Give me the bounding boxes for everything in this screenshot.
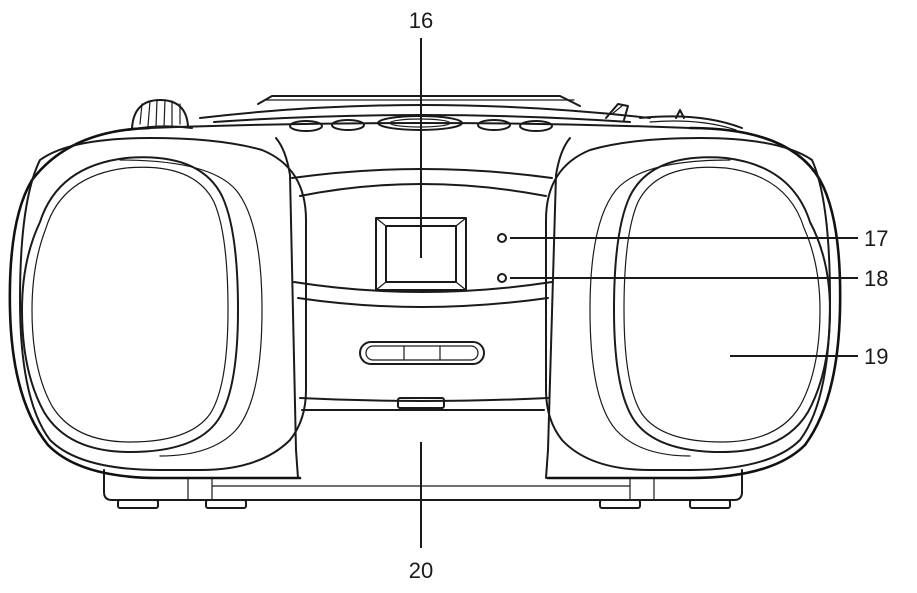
top-button-5	[519, 120, 553, 132]
top-button-4	[477, 119, 511, 131]
top-button-2	[331, 119, 365, 131]
antenna-mount	[605, 103, 743, 131]
top-deck	[199, 95, 651, 132]
foot-left-outer	[117, 499, 159, 509]
door-latch	[397, 397, 445, 409]
button-strip-outline	[359, 341, 485, 365]
callout-19: 19	[864, 344, 888, 369]
callout-16: 16	[409, 8, 433, 33]
speaker-left	[19, 137, 307, 471]
foot-right-outer	[689, 499, 731, 509]
center-panel	[275, 137, 571, 479]
tuning-knob	[127, 99, 193, 131]
speaker-left-grille	[21, 156, 239, 453]
callout-17: 17	[864, 226, 888, 251]
base-stand	[103, 469, 743, 509]
callout-labels: 16 17 18 19 20	[409, 8, 889, 583]
callout-18: 18	[864, 266, 888, 291]
indicator-led-18	[497, 273, 507, 283]
top-button-1	[289, 120, 323, 132]
speaker-right-grille	[613, 156, 831, 453]
foot-right-inner	[599, 499, 641, 509]
body-shell	[8, 122, 842, 480]
callout-20: 20	[409, 558, 433, 583]
indicator-led-17	[497, 233, 507, 243]
button-strip	[359, 341, 485, 365]
speaker-right	[545, 137, 831, 471]
foot-left-inner	[205, 499, 247, 509]
cd-door-handle	[397, 397, 445, 409]
leader-lines	[420, 38, 858, 548]
